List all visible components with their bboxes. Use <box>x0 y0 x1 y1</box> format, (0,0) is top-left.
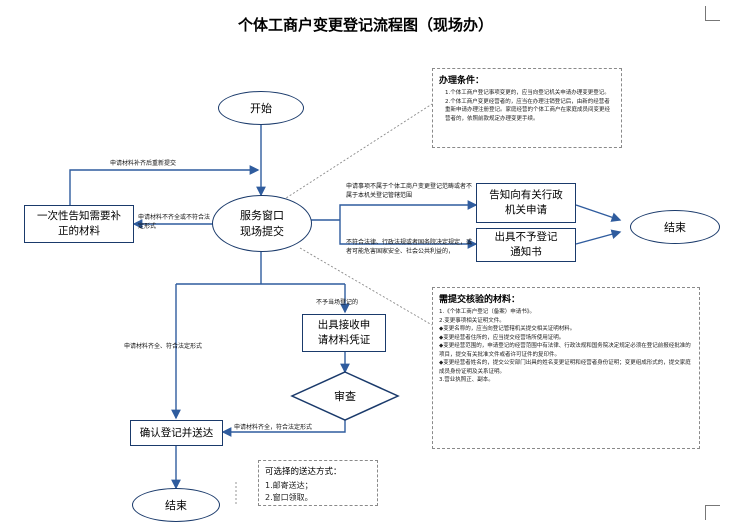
conditions-item: 1.个体工商户登记事项变更的，应当向登记机关申请办理变更登记。 <box>445 90 610 96</box>
window-submit-node: 服务窗口现场提交 <box>212 195 312 252</box>
conditions-item: 2.个体工商户变更经营者的，应当在办理注销登记后，由新的经营者重新申请办理注册登… <box>445 98 611 122</box>
end-bottom-node: 结束 <box>132 488 220 522</box>
materials-heading: 需提交核验的材料： <box>439 295 521 305</box>
review-node: 审查 <box>334 390 356 403</box>
edge-label-not-in-scope: 申请事项不属于个体工商户变更登记范畴或者不属于本机关登记管辖范围 <box>346 183 473 199</box>
conditions-note: 办理条件： 1.个体工商户登记事项变更的，应当向登记机关申请办理变更登记。 2.… <box>432 68 622 148</box>
delivery-note: 可选择的送达方式： 1.邮寄送达； 2.窗口领取。 <box>258 460 378 506</box>
notify-authority-box: 告知向有关行政机关申请 <box>476 183 576 223</box>
edge-label-incomplete: 申请材料不齐全或不符合法定形式 <box>138 214 211 230</box>
confirm-send-box: 确认登记并送达 <box>130 420 223 446</box>
delivery-heading: 可选择的送达方式： <box>265 467 342 477</box>
conditions-heading: 办理条件： <box>439 76 485 86</box>
edge-label-complete-left: 申请材料齐全、符合法定形式 <box>124 343 203 350</box>
materials-note: 需提交核验的材料： 1.《个体工商户登记（备案）申请书》。 2.变更事项相关证明… <box>432 287 700 449</box>
edge-label-resubmit: 申请材料补齐后重新提交 <box>110 160 177 167</box>
page-title: 个体工商户变更登记流程图（现场办） <box>237 16 493 34</box>
delivery-item: 1.邮寄送达； <box>265 481 313 490</box>
materials-item: ◆变更名称的，应当向登记管辖机关提交相关证明材料。 <box>439 326 576 332</box>
edge-label-complete-review: 申请材料齐全，符合法定形式 <box>234 424 313 431</box>
materials-item: 1.《个体工商户登记（备案）申请书》。 <box>439 309 535 315</box>
end-right-node: 结束 <box>630 210 720 244</box>
start-node: 开始 <box>218 91 304 125</box>
one-time-notice-box: 一次性告知需要补正的材料 <box>24 205 134 243</box>
no-registration-notice-box: 出具不予登记通知书 <box>476 228 576 262</box>
edge-label-illegal: 不符合法律、行政法规或者国务院决定规定，或者可能危害国家安全、社会公共利益的， <box>346 239 473 255</box>
delivery-item: 2.窗口领取。 <box>265 493 313 502</box>
crop-mark-bottom-right <box>705 505 720 520</box>
materials-item: ◆变更经营范围的，申请登记的经营范围中有法律、行政法规和国务院决定规定必须在登记… <box>439 343 691 358</box>
materials-item: 2.变更事项相关证明文件。 <box>439 317 505 324</box>
receipt-box: 出具接收申请材料凭证 <box>302 314 386 352</box>
edge-label-not-complete-right: 不予当场登记的 <box>316 299 359 306</box>
materials-item: ◆变更经营者姓名的，提交公安部门出具的姓名变更证明和经营者身份证明；变更组成形式… <box>439 360 691 375</box>
materials-item: ◆变更经营者住所的，应当提交经营场所使用证明。 <box>439 334 565 341</box>
materials-item: 3.营业执照正、副本。 <box>439 377 494 383</box>
crop-mark-top-right <box>705 6 720 21</box>
